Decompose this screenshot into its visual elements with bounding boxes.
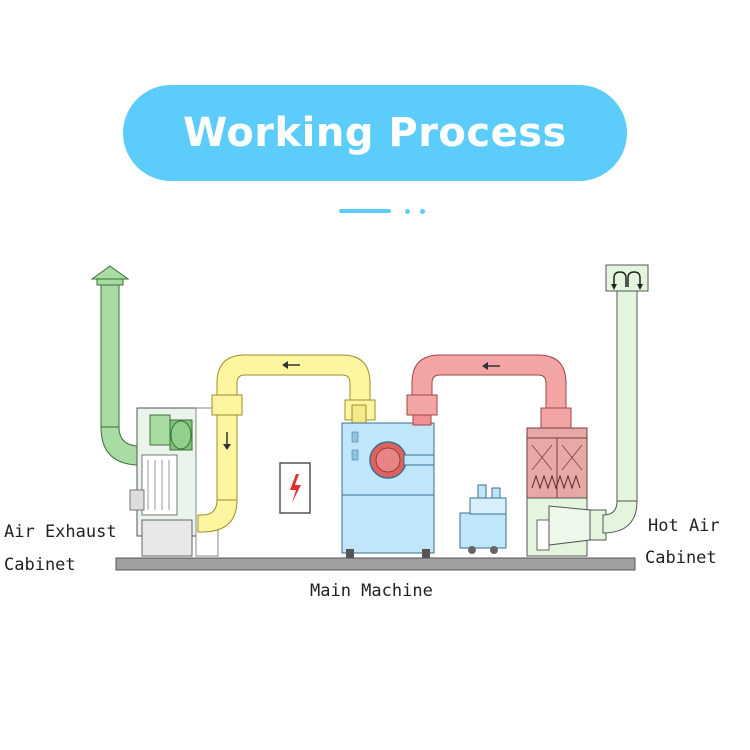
hot-air-duct [406,354,572,429]
decor-dash [339,209,391,213]
flow-arrow-icon [482,362,500,370]
air-inlet-duct [602,264,649,534]
hot-air-cabinet-label-line1: Hot Air [648,516,720,536]
spray-pump [459,484,507,554]
control-box [279,462,311,514]
air-exhaust-cabinet-label-line2: Cabinet [4,555,76,575]
return-duct [197,354,376,533]
main-machine [341,422,435,558]
page-title: Working Process [183,110,567,156]
title-banner: Working Process [123,85,627,181]
hot-air-cabinet-label-line2: Cabinet [645,548,717,568]
exhaust-stack [90,265,147,466]
air-exhaust-cabinet [129,407,219,557]
hot-air-cabinet [526,427,607,557]
lightning-warning-icon [290,474,301,503]
air-inlet-icon [611,271,643,290]
main-machine-label: Main Machine [310,581,433,601]
decor-dot [420,209,425,214]
flow-arrow-icon [282,361,300,369]
flow-arrow-icon [223,432,231,450]
air-exhaust-cabinet-label-line1: Air Exhaust [4,522,117,542]
exhaust-arrow-icon [90,265,130,280]
base-platform [115,557,636,571]
decor-dot [405,209,410,214]
